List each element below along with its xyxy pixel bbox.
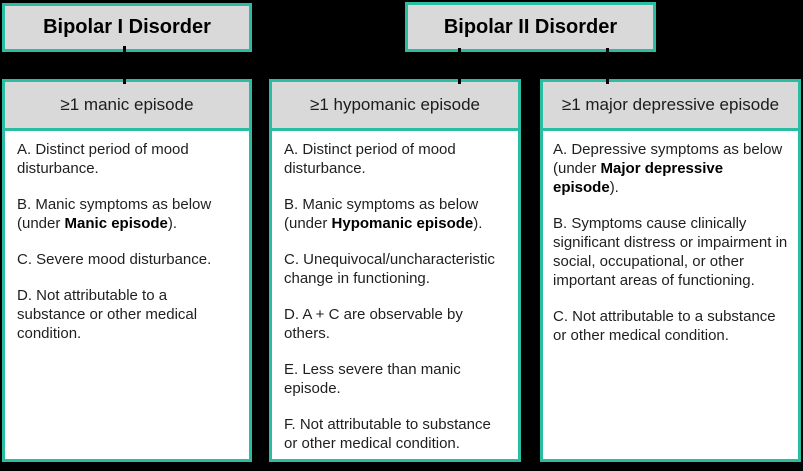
column-header-major-depressive-episode: ≥1 major depressive episode <box>543 82 798 131</box>
bipolar-1-title: Bipolar I Disorder <box>43 16 211 38</box>
bipolar-1-header-box: Bipolar I Disorder <box>2 3 252 52</box>
column-body-major-depressive-episode: A. Depressive symptoms as below (under M… <box>543 131 798 459</box>
column-body-hypomanic-episode: A. Distinct period of mood disturbance. B… <box>272 131 518 459</box>
criterion-item: A. Depressive symptoms as below (under M… <box>553 141 783 196</box>
criterion-item: A. Distinct period of mood disturbance. <box>284 141 456 177</box>
bipolar-2-header-box: Bipolar II Disorder <box>405 2 656 52</box>
column-header-label: ≥1 manic episode <box>60 95 194 114</box>
connector-line-bipolar1-to-manic <box>123 46 126 84</box>
column-manic-episode: ≥1 manic episode A. Distinct period of m… <box>2 79 252 462</box>
column-header-manic-episode: ≥1 manic episode <box>5 82 249 131</box>
column-header-label: ≥1 hypomanic episode <box>310 95 480 114</box>
criterion-item: B. Manic symptoms as below (under Manic … <box>17 196 212 232</box>
connector-line-bipolar2-to-depressive <box>606 48 609 84</box>
column-major-depressive-episode: ≥1 major depressive episode A. Depressiv… <box>540 79 801 462</box>
criterion-item: C. Unequivocal/uncharacteristic change i… <box>284 251 495 287</box>
criterion-item: B. Manic symptoms as below (under Hypoma… <box>284 196 483 232</box>
connector-line-bipolar2-to-hypomanic <box>458 48 461 84</box>
criterion-item: A. Distinct period of mood disturbance. <box>17 141 189 177</box>
bipolar-2-title: Bipolar II Disorder <box>443 15 618 38</box>
column-hypomanic-episode: ≥1 hypomanic episode A. Distinct period … <box>269 79 521 462</box>
criterion-item: C. Severe mood disturbance. <box>17 251 212 268</box>
criterion-item: D. Not attributable to a substance or ot… <box>17 287 198 342</box>
criterion-item: C. Not attributable to a substance or ot… <box>553 308 776 344</box>
criterion-item: D. A + C are observable by others. <box>284 306 463 342</box>
criterion-item: E. Less severe than manic episode. <box>284 361 461 397</box>
column-body-manic-episode: A. Distinct period of mood disturbance. B… <box>5 131 249 459</box>
criterion-item: F. Not attributable to substance or othe… <box>284 416 491 452</box>
column-header-label: ≥1 major depressive episode <box>561 95 780 114</box>
criterion-item: B. Symptoms cause clinically significant… <box>553 215 788 289</box>
column-header-hypomanic-episode: ≥1 hypomanic episode <box>272 82 518 131</box>
